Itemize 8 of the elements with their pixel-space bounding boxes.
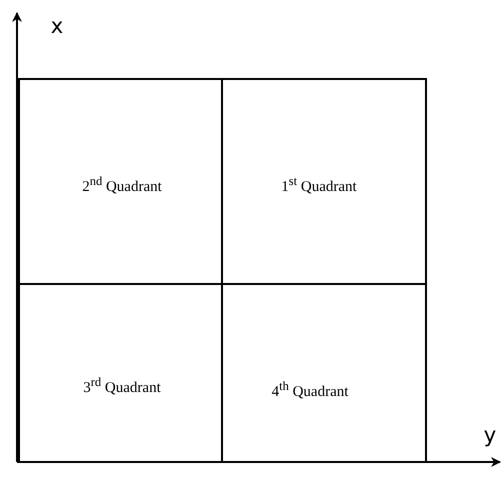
quadrant-label: 2$^{nd}$ Quadrant: [82, 174, 162, 196]
quadrant-cell: [221, 78, 427, 285]
quadrant-label: 3$^{rd}$ Quadrant: [83, 375, 161, 397]
quadrant-label: 1$^{st}$ Quadrant: [281, 174, 357, 196]
quadrant-cell: [18, 78, 223, 285]
quadrant-label: 4$^{th}$ Quadrant: [272, 379, 348, 401]
axis-label: y: [484, 423, 496, 447]
axis-label: x: [50, 14, 64, 38]
